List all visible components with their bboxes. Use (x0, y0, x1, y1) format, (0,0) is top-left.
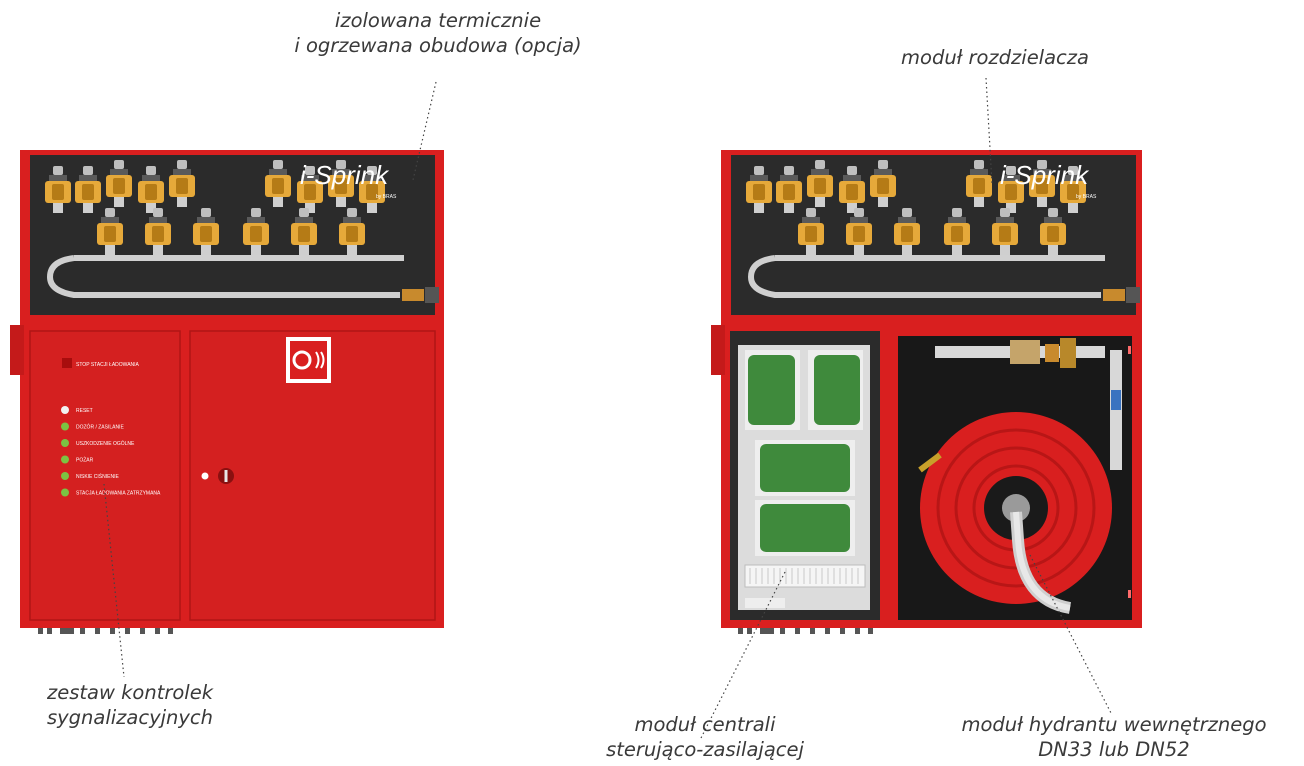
battery-1 (748, 355, 795, 425)
right-cable-glands (738, 628, 873, 634)
callout-control-module: moduł centrali sterująco-zasilającej (575, 712, 835, 762)
callout-signal-lights-line2: sygnalizacyjnych (46, 706, 214, 729)
stop-button (62, 358, 72, 368)
right-cabinet: i-Sprink by BRAS (711, 150, 1142, 634)
lock-dot (201, 472, 209, 480)
indicator-label: DOZÓR / ZASILANIE (76, 424, 124, 431)
battery-4 (760, 504, 850, 552)
indicator-label: NISKIE CIŚNIENIE (76, 472, 119, 480)
callout-insulated-housing-line2: i ogrzewana obudowa (opcja) (294, 34, 582, 57)
indicator-light (61, 488, 69, 497)
stop-label: STOP STACJI ŁADOWANIA (76, 362, 140, 368)
indicator-light (61, 455, 69, 464)
callout-manifold-module-text: moduł rozdzielacza (901, 46, 1089, 69)
indicator-label: USZKODZENIE OGÓLNE (76, 440, 135, 447)
callout-signal-lights-line1: zestaw kontrolek (46, 681, 214, 704)
indicator-label: STACJA ŁADOWANIA ZATRZYMANA (76, 491, 161, 497)
indicator-light (61, 406, 69, 414)
indicator-label: RESET (76, 408, 93, 414)
leader-lines (103, 77, 1113, 741)
indicator-light (61, 472, 69, 480)
callout-insulated-housing: izolowana termicznie i ogrzewana obudowa… (258, 8, 618, 58)
left-brand-sub: by BRAS (376, 194, 397, 200)
callout-insulated-housing-line1: izolowana termicznie (334, 9, 542, 32)
left-cable-glands (38, 628, 173, 634)
battery-2 (814, 355, 860, 425)
left-cabinet: i-Sprink by BRAS STOP STACJI ŁADOWANIA R… (10, 150, 444, 634)
indicator-light (61, 422, 69, 431)
right-brand-logo: i-Sprink (1000, 160, 1090, 190)
indicator-list: RESET DOZÓR / ZASILANIE USZKODZENIE OGÓLNE… (61, 406, 161, 497)
callout-hydrant-module-line1: moduł hydrantu wewnętrznego (961, 713, 1267, 736)
callout-hydrant-module-line2: DN33 lub DN52 (1038, 738, 1190, 761)
callout-control-module-line1: moduł centrali (634, 713, 776, 736)
callout-hydrant-module: moduł hydrantu wewnętrznego DN33 lub DN5… (926, 712, 1302, 762)
indicator-label: POŻAR (76, 457, 94, 464)
signal-door (29, 330, 181, 621)
right-brand-sub: by BRAS (1076, 194, 1097, 200)
callout-manifold-module: moduł rozdzielacza (850, 45, 1140, 70)
indicator-light (61, 439, 69, 447)
callout-control-module-line2: sterująco-zasilającej (606, 738, 804, 761)
terminal-strip (744, 564, 866, 588)
callout-signal-lights: zestaw kontrolek sygnalizacyjnych (20, 680, 240, 730)
battery-3 (760, 444, 850, 492)
left-brand-logo: i-Sprink (300, 160, 390, 190)
